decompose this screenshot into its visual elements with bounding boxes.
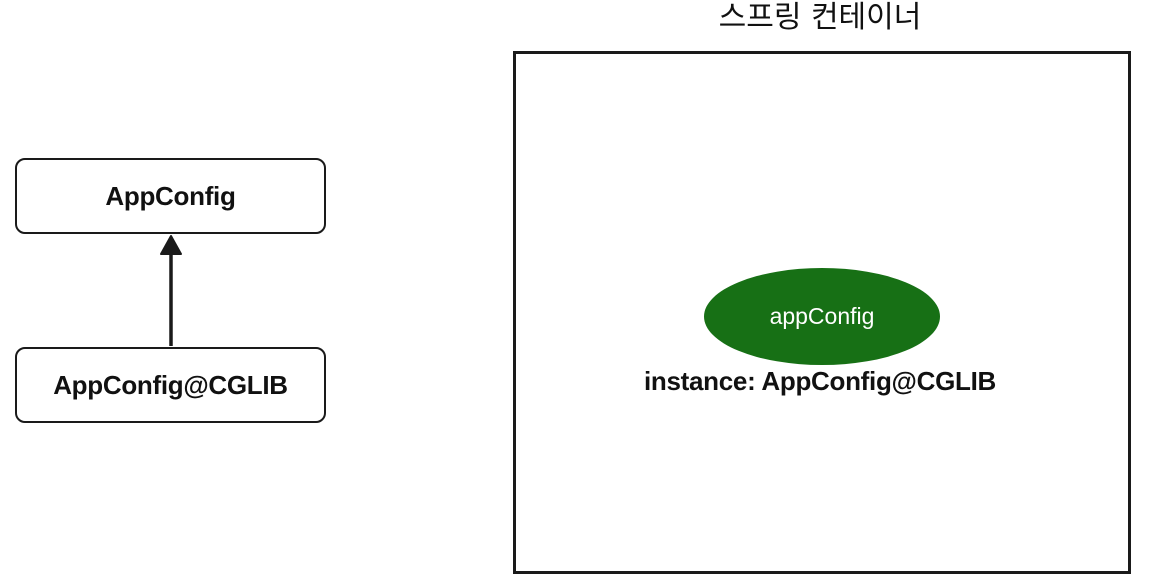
appconfig-bean-ellipse: appConfig [704,268,940,365]
appconfig-class-box: AppConfig [15,158,326,234]
cglib-subclass-box: AppConfig@CGLIB [15,347,326,423]
appconfig-bean-name: appConfig [769,303,875,329]
spring-container-title: 스프링 컨테이너 [718,0,922,35]
inheritance-arrow-head [160,235,182,255]
cglib-subclass-label: AppConfig@CGLIB [53,369,288,400]
appconfig-class-label: AppConfig [105,180,236,211]
bean-instance-label: instance: AppConfig@CGLIB [644,366,996,396]
